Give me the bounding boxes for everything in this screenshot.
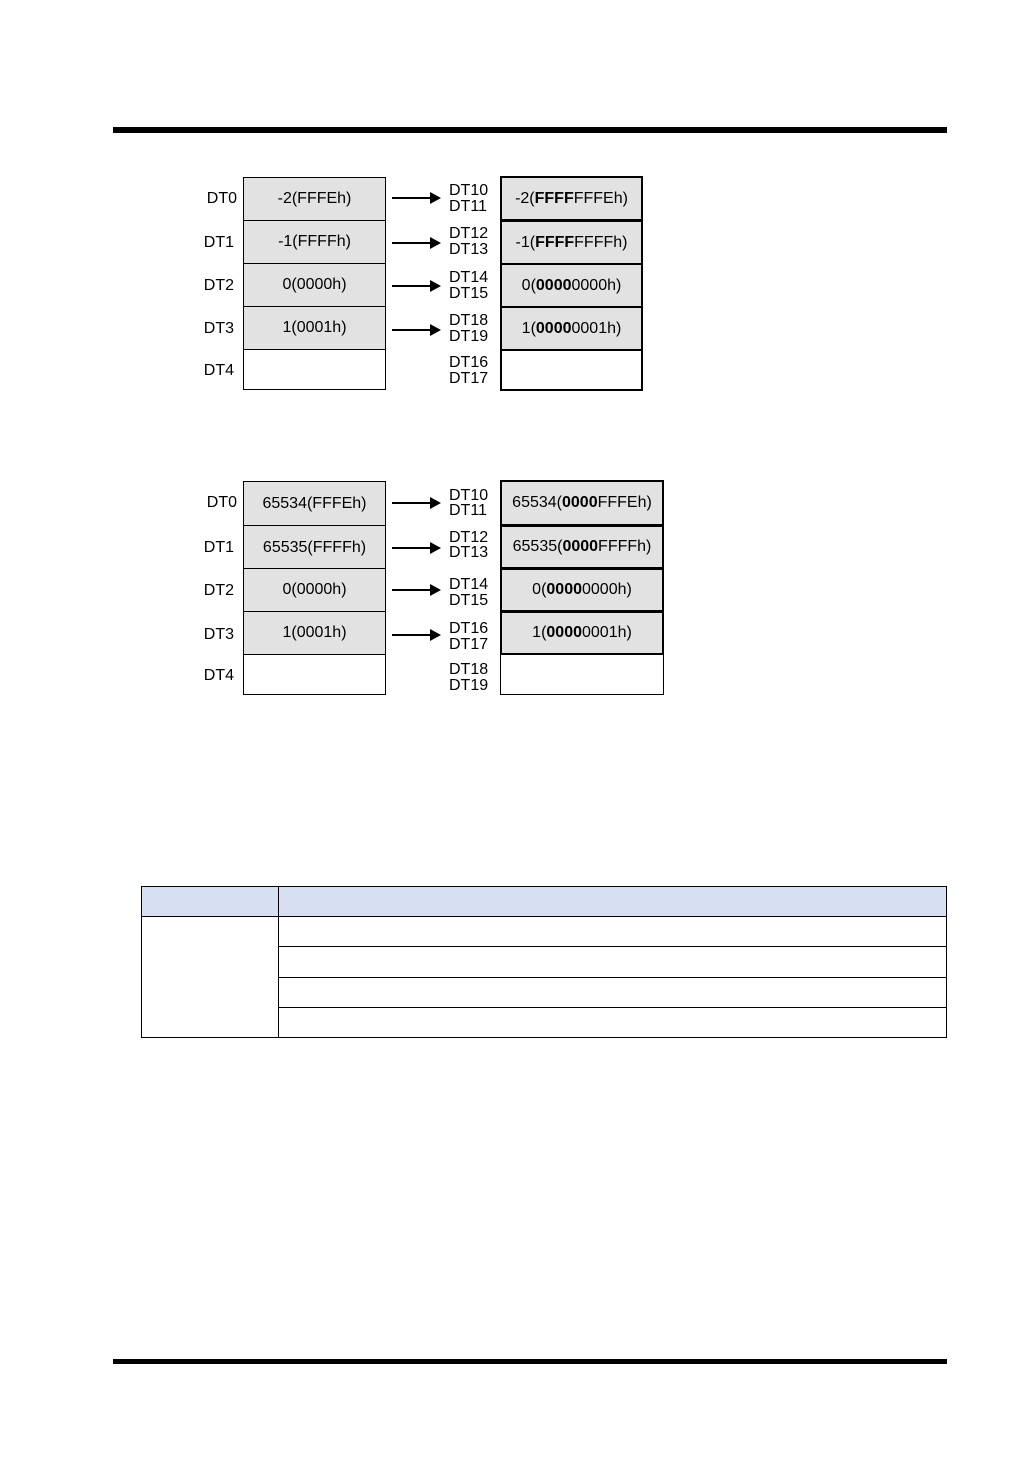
source-label: DT3 [203, 626, 234, 643]
dest-label: DT17 [449, 636, 489, 653]
dest-cell-prefix: 0( [521, 276, 536, 294]
dest-cell-bold: 0000 [535, 276, 572, 294]
table-cell [278, 916, 947, 947]
dest-cell-bold: FFFF [535, 233, 575, 251]
source-label: DT1 [203, 234, 234, 251]
dest-label: DT19 [449, 677, 489, 694]
source-cell: 1(0001h) [243, 306, 386, 350]
source-cell: 1(0001h) [243, 611, 386, 655]
dest-label: DT12 [449, 225, 489, 242]
dest-label: DT13 [449, 544, 489, 561]
dest-label: DT11 [449, 198, 487, 215]
dest-cell-bold: 0000 [546, 581, 582, 598]
arrow-icon [392, 542, 441, 554]
dest-cell-prefix: 1( [532, 624, 547, 641]
source-label: DT4 [203, 362, 234, 379]
table-cell [278, 1007, 947, 1038]
arrow-icon [392, 280, 441, 292]
dest-label: DT14 [449, 576, 489, 593]
dest-label: DT15 [449, 592, 489, 609]
table-cell [141, 916, 279, 1038]
source-cell: 0(0000h) [243, 263, 386, 307]
source-label: DT2 [203, 277, 234, 294]
dest-label: DT13 [449, 241, 489, 258]
dest-label: DT17 [449, 370, 489, 387]
source-label: DT2 [203, 582, 234, 599]
source-label: DT0 [206, 190, 237, 207]
source-label: DT1 [203, 539, 234, 556]
source-cell: 0(0000h) [243, 568, 386, 612]
dest-cell-bold: FFFF [534, 189, 574, 207]
dest-cell-bold: 0000 [562, 538, 599, 555]
dest-label: DT19 [449, 328, 489, 345]
dest-label: DT10 [449, 182, 489, 199]
dest-cell-prefix: 65534( [512, 494, 562, 511]
operand-table [141, 886, 947, 1038]
table-header-cell [278, 886, 947, 917]
source-cell: 65535(FFFFh) [243, 525, 386, 570]
dest-label: DT16 [449, 620, 489, 637]
dest-label: DT16 [449, 354, 489, 371]
dest-cell-suffix: 0001h) [582, 624, 632, 641]
dest-cell-prefix: -2( [515, 189, 535, 207]
source-cell-empty [243, 654, 386, 695]
table-header-row [141, 886, 947, 917]
header-rule [113, 127, 947, 133]
arrow-icon [392, 584, 441, 596]
arrow-icon [392, 629, 441, 641]
source-cell: 65534(FFFEh) [243, 481, 386, 526]
source-label: DT3 [203, 320, 234, 337]
arrow-icon [392, 237, 441, 249]
dest-cell-prefix: -1( [515, 233, 536, 251]
dest-cell-prefix: 65535( [512, 538, 563, 555]
dest-label: DT11 [449, 502, 487, 519]
table-row [141, 916, 947, 1038]
dest-cell-suffix: FFFEh) [597, 494, 652, 511]
dest-label: DT12 [449, 529, 489, 546]
source-cell: -2(FFFEh) [243, 177, 386, 221]
footer-rule [113, 1359, 947, 1364]
dest-cell-empty [500, 654, 664, 695]
source-cell-empty [243, 349, 386, 390]
dest-label: DT18 [449, 312, 489, 329]
dest-label: DT14 [449, 269, 489, 286]
dest-label: DT18 [449, 661, 489, 678]
dest-cell-bold: 0000 [546, 624, 582, 641]
dest-cell-prefix: 1( [521, 319, 536, 337]
table-cell [278, 977, 947, 1008]
dest-cell-prefix: 0( [532, 581, 547, 598]
dest-cell-suffix: 0001h) [571, 319, 622, 337]
dest-cell-bold: 0000 [562, 494, 598, 511]
dest-label: DT10 [449, 487, 489, 504]
table-row [142, 1007, 947, 1038]
arrow-icon [392, 324, 441, 336]
dest-cell-suffix: FFFFh) [598, 538, 652, 555]
table-header-cell [141, 886, 279, 917]
source-label: DT4 [203, 667, 234, 684]
arrow-icon [392, 497, 441, 509]
source-cell: -1(FFFFh) [243, 220, 386, 264]
dest-label: DT15 [449, 285, 489, 302]
dest-cell-empty [500, 349, 643, 391]
dest-cell-suffix: 0000h) [571, 276, 622, 294]
dest-cell-suffix: FFFFh) [574, 233, 628, 251]
dest-cell-suffix: FFFEh) [573, 189, 628, 207]
dest-cell-suffix: 0000h) [582, 581, 632, 598]
arrow-icon [392, 192, 441, 204]
table-cell [278, 946, 947, 978]
source-label: DT0 [206, 494, 237, 511]
dest-cell-bold: 0000 [535, 319, 572, 337]
